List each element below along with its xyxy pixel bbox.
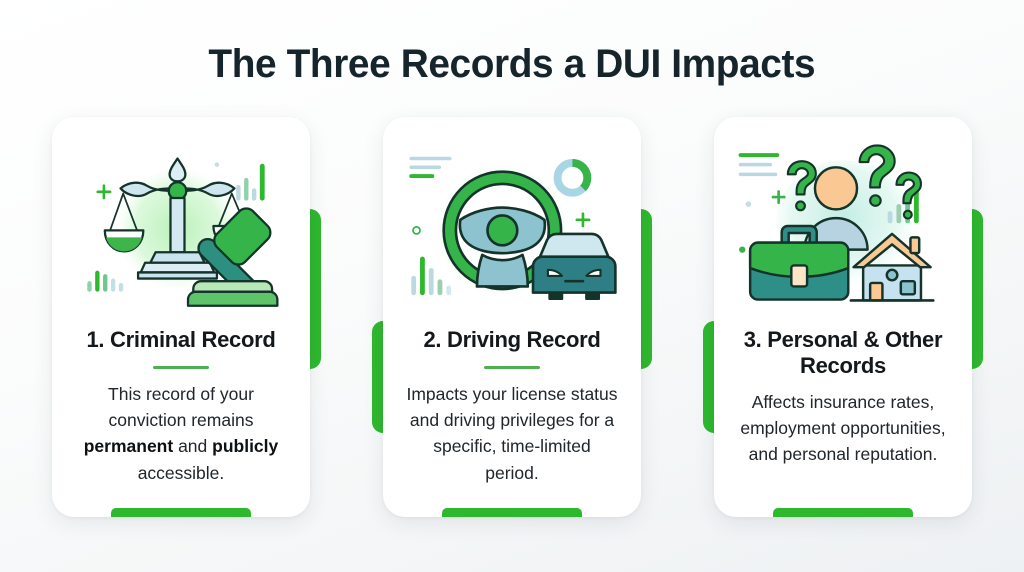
illustration-steering-wheel-and-car: [399, 131, 625, 321]
card-slot-driving-record: 2. Driving Record Impacts your license s…: [372, 117, 652, 517]
heading-divider: [484, 365, 540, 369]
lines-accent-icon: [409, 156, 452, 179]
steering-wheel-icon: [442, 170, 563, 291]
green-bottom-bar-card-1: [111, 508, 251, 517]
card-criminal-record[interactable]: 1. Criminal Record This record of your c…: [52, 117, 310, 517]
card-body-text: Impacts your license status and driving …: [406, 383, 618, 483]
card-body-text: This record of your conviction remains p…: [83, 383, 279, 483]
card-heading: 2. Driving Record: [423, 327, 601, 352]
briefcase-icon: [748, 224, 850, 301]
card-slot-criminal-record: 1. Criminal Record This record of your c…: [52, 117, 321, 517]
plus-accent-icon: [96, 184, 112, 200]
card-body-text: Affects insurance rates, employment oppo…: [740, 391, 946, 465]
card-heading: 1. Criminal Record: [86, 327, 276, 352]
card-slot-personal-other-records: 3. Personal & Other Records Affects insu…: [703, 117, 983, 517]
gavel-icon: [186, 207, 279, 307]
cards-row: 1. Criminal Record This record of your c…: [52, 117, 983, 517]
illustration-scales-and-gavel: [68, 131, 294, 321]
card-personal-other-records[interactable]: 3. Personal & Other Records Affects insu…: [714, 117, 972, 517]
bar-chart-accent-icon: [236, 163, 265, 201]
question-mark-icon-group: [786, 144, 923, 220]
lines-accent-icon: [738, 153, 780, 177]
donut-chart-accent-icon: [553, 158, 592, 197]
green-bottom-bar-card-2: [442, 508, 582, 517]
illustration-briefcase-house-person: [730, 131, 956, 321]
page-title: The Three Records a DUI Impacts: [208, 42, 816, 86]
heading-divider: [153, 365, 209, 369]
car-icon: [531, 232, 617, 301]
card-driving-record[interactable]: 2. Driving Record Impacts your license s…: [383, 117, 641, 517]
green-bottom-bar-card-3: [773, 508, 913, 517]
bar-chart-accent-icon: [411, 256, 452, 296]
house-icon: [849, 232, 935, 302]
card-heading: 3. Personal & Other Records: [743, 327, 943, 378]
bar-chart-accent-icon-2: [87, 270, 124, 292]
